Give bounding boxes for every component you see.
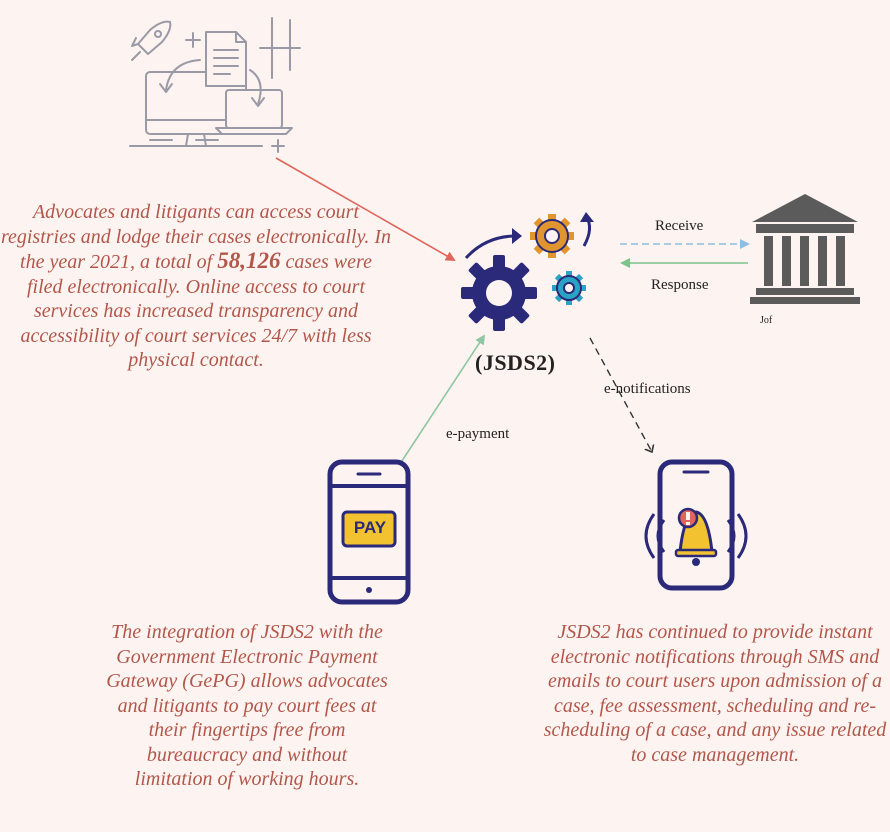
receive-label: Receive — [655, 218, 704, 234]
gears-icon — [461, 212, 594, 331]
e-notifications-label: e-notifications — [604, 381, 691, 397]
phone-pay-icon — [327, 459, 411, 605]
arrow-e-payment — [395, 334, 486, 471]
e-payment-label: e-payment — [446, 426, 510, 442]
notification-description: JSDS2 has continued to provide instant e… — [543, 621, 887, 766]
document-icon — [205, 31, 247, 87]
rocket-icon — [131, 20, 172, 61]
phone-bell-icon — [644, 459, 748, 591]
pay-label: PAY — [353, 518, 387, 537]
payment-description: The integration of JSDS2 with the Govern… — [106, 621, 388, 790]
arrow-e-notifications — [589, 337, 652, 452]
system-label: (JSDS2) — [475, 350, 556, 375]
intro-text-after: cases were filed electronically. Online … — [20, 251, 372, 371]
computer-icon — [129, 17, 301, 153]
cases-filed-count: 58,126 — [217, 248, 281, 273]
court-label: Jof — [760, 315, 773, 326]
courthouse-icon — [750, 194, 860, 304]
arrow-filing — [275, 157, 456, 261]
intro-description: Advocates and litigants can access court… — [0, 200, 392, 373]
intro-text-before: Advocates and litigants can access court… — [0, 201, 392, 273]
response-label: Response — [651, 277, 709, 293]
